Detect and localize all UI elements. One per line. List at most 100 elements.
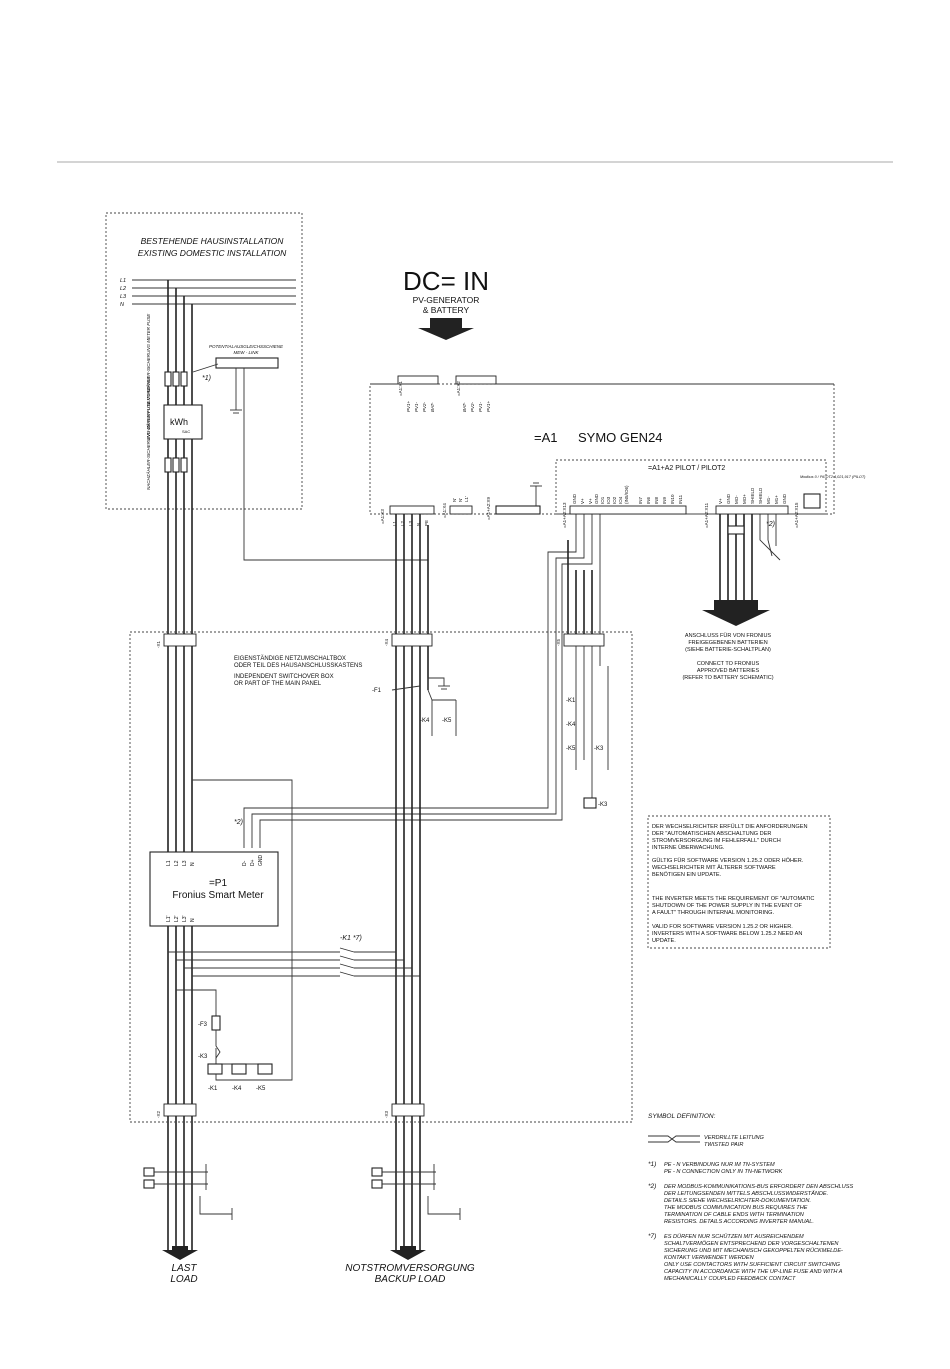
utility-meter — [163, 404, 203, 440]
battery-de1: ANSCHLUSS FÜR VON FRONIUS — [685, 632, 772, 639]
inverter-id: =A1 — [534, 430, 558, 445]
x2-terminal-label: -X2 — [156, 1111, 161, 1119]
meter-fuses — [164, 371, 188, 387]
io-term-1: GND — [594, 493, 599, 504]
backup-load-breaker — [371, 1164, 461, 1220]
k1-main-label: -K1 *7) — [340, 935, 362, 942]
k1-coupling — [168, 947, 420, 977]
legend-n1-en: PE - N CONNECTION ONLY IN TN-NETWORK — [664, 1169, 783, 1175]
twisted-pair-icon — [648, 1135, 700, 1143]
x13-label: =A1+A2:X13 — [562, 502, 567, 528]
legend-n1-de: PE - N VERBINDUNG NUR IM TN-SYSTEM — [664, 1162, 775, 1168]
battery-en1: CONNECT TO FRONIUS — [697, 661, 760, 667]
k4-label: -K4 — [420, 718, 430, 724]
sm-top-1: L2 — [174, 860, 180, 866]
legend-n7-l3: SICHERUNG UND MIT MECHANISCH GEKOPPELTEN… — [664, 1247, 843, 1254]
x4-label: =A1:X4 — [442, 503, 447, 518]
legend-n2-l3: DETAILS SIEHE WECHSELRICHTER-DOKUMENTATI… — [664, 1198, 811, 1204]
x15-label: =A1+A2:X15 — [794, 502, 799, 528]
sm-top-3: N — [190, 862, 196, 866]
k4-contact-label: -K4 — [566, 722, 576, 728]
x5-terminal-label: -X5 — [556, 639, 561, 647]
info-en5: INVERTERS WITH A SOFTWARE BELOW 1.25.2 N… — [652, 931, 802, 937]
dc-in-sub2: & BATTERY — [423, 305, 470, 315]
x3-terminals — [389, 505, 435, 515]
ac-term-pe: PE — [424, 520, 429, 526]
x4-term-1: N' — [458, 498, 463, 502]
mew-link-note: *1) — [202, 375, 211, 382]
mb-term-4: SHIELD — [750, 487, 755, 504]
io-term-4: IO2 — [612, 496, 617, 504]
battery-en3: (REFER TO BATTERY SCHEMATIC) — [682, 675, 773, 681]
pv-terms-0: PV1+ — [406, 400, 411, 412]
info-de2: DER "AUTOMATISCHEN ABSCHALTUNG DER — [652, 831, 771, 837]
io-term-10: IN9 — [662, 497, 667, 505]
io-prefix-1: V+ — [580, 498, 585, 504]
mew-link-label-en: MEW - LINK — [233, 350, 259, 355]
phase-label-l2: L2 — [120, 286, 126, 292]
switchbox-de2: ODER TEIL DES HAUSANSCHLUSSKASTENS — [234, 663, 362, 669]
bat-terms-3: PV1+ — [486, 400, 491, 412]
info-de7: BENÖTIGEN EIN UPDATE. — [652, 871, 722, 878]
k4-k5-contacts — [427, 689, 457, 736]
switchbox-de1: EIGENSTÄNDIGE NETZUMSCHALTBOX — [234, 655, 346, 662]
meter-fuse-label: VORZÄHLER-SICHERUNG METER FUSE — [145, 313, 151, 400]
info-en1: THE INVERTER MEETS THE REQUIREMENT OF "A… — [652, 896, 814, 902]
legend-n7-l5: ONLY USE CONTACTORS WITH SUFFICIENT CIRC… — [664, 1262, 841, 1268]
io-term-11: IN10 — [670, 494, 675, 504]
sm-bot-2: L3' — [182, 915, 188, 922]
legend-n1-key: *1) — [648, 1161, 656, 1168]
io-term-7: IN7 — [638, 497, 643, 505]
coil-k1-label: -K1 — [208, 1086, 218, 1092]
last-load-de: LAST — [171, 1263, 197, 1274]
legend-twisted-en: TWISTED PAIR — [704, 1142, 743, 1148]
mb-term-6: M1- — [766, 496, 771, 504]
k3-nc-label: -K3 — [198, 1054, 208, 1060]
pv-terms-2: PV2- — [422, 401, 427, 412]
pv-terms-3: BAT- — [430, 402, 435, 412]
legend-n7-l1: ES DÜRFEN NUR SCHÜTZEN MIT AUSREICHENDEM — [664, 1233, 804, 1240]
x3-terminal-label: -X3 — [384, 1111, 389, 1119]
switchbox-en1: INDEPENDENT SWITCHOVER BOX — [234, 674, 334, 680]
info-de1: DER WECHSELRICHTER ERFÜLLT DIE ANFORDERU… — [652, 823, 808, 830]
legend-n2-l6: RESISTORS. DETAILS ACCORDING INVERTER MA… — [664, 1219, 814, 1225]
sm-bus-2: GND — [258, 855, 264, 867]
legend-n2-l4: THE MODBUS COMMUNICATION BUS REQUIRES TH… — [664, 1205, 808, 1211]
info-de6: WECHSELRICHTER MIT ÄLTERER SOFTWARE — [652, 864, 776, 871]
feedback-chain — [575, 646, 609, 809]
modbus-port — [803, 493, 821, 509]
f3-label: -F3 — [198, 1022, 208, 1028]
legend-n2-l1: DER MODBUS-KOMMUNIKATIONS-BUS ERFORDERT … — [664, 1184, 853, 1190]
backup-load-arrow-icon — [390, 1246, 426, 1260]
mb-term-1: GND — [726, 493, 731, 504]
legend-n7-l7: MECHANICALLY COUPLED FEEDBACK CONTACT — [664, 1276, 796, 1282]
utility-meter-label: EVU-ZÄHLER UTILITY-METER — [145, 376, 151, 440]
mew-link-bar — [215, 357, 279, 369]
dc-in-arrow-icon — [418, 318, 474, 340]
sm-bot-1: L2' — [174, 915, 180, 922]
phase-label-l3: L3 — [120, 294, 127, 300]
f3-fuse — [211, 1015, 221, 1031]
info-en6: UPDATE. — [652, 938, 676, 944]
internal-link-bar — [495, 505, 541, 515]
sm-bus-1: D+ — [250, 859, 256, 866]
battery-en2: APPROVED BATTERIES — [697, 668, 760, 674]
io-terminals — [569, 505, 687, 515]
legend-n7-l4: KONTAKT VERWENDET WERDEN — [664, 1255, 755, 1261]
k1-contact-label: -K1 — [566, 698, 576, 704]
x11-label: =A1+A2:X11 — [704, 502, 709, 528]
legend-n2-key: *2) — [648, 1183, 656, 1190]
dc-in-sub1: PV-GENERATOR — [413, 295, 480, 305]
backup-load-de: NOTSTROMVERSORGUNG — [345, 1263, 475, 1274]
io-term-8: IN6 — [646, 497, 651, 505]
backup-load-en: BACKUP LOAD — [375, 1274, 446, 1285]
x4-terminals — [449, 505, 473, 515]
x2-label: =A1:X2 — [456, 381, 461, 396]
inverter-name: SYMO GEN24 — [578, 430, 663, 445]
info-en4: VALID FOR SOFTWARE VERSION 1.25.2 OR HIG… — [652, 924, 793, 930]
info-en2: SHUTDOWN OF THE POWER SUPPLY IN THE EVEN… — [652, 903, 802, 909]
k3-contact-label: -K3 — [594, 746, 604, 752]
inverter-ac-lines — [395, 514, 429, 1250]
domestic-busbars — [132, 279, 296, 305]
f1-label: -F1 — [372, 688, 382, 694]
